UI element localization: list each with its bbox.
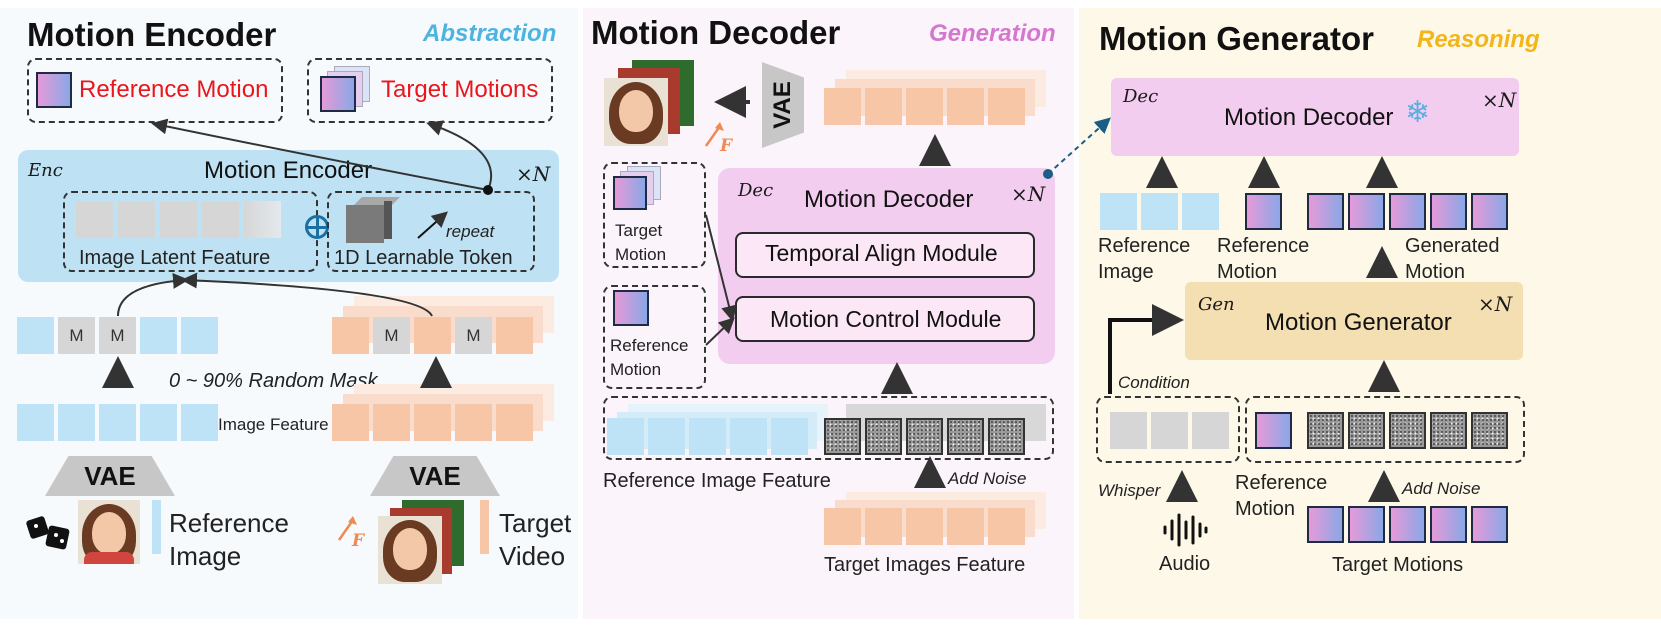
token-cube-icon	[346, 197, 402, 243]
generator-add-noise-label: Add Noise	[1402, 479, 1481, 498]
reference-image-label-2: Image	[169, 541, 242, 571]
reference-image-label-1: Reference	[169, 508, 289, 538]
encoder-times-n: ×N	[516, 162, 551, 186]
gen-label: Gen	[1198, 294, 1235, 315]
generator-times-n: ×N	[1478, 292, 1513, 316]
snowflake-icon: ❄	[1405, 96, 1431, 129]
vae-left: VAE	[45, 456, 175, 496]
whisper-label: Whisper	[1098, 481, 1161, 500]
decoder-reference-motion-label-2: Motion	[610, 360, 662, 379]
target-images-feature-label: Target Images Feature	[824, 554, 1026, 576]
target-video-bar	[480, 500, 489, 554]
random-mask-label: 0 ~ 90% Random Mask	[169, 370, 378, 392]
decoder-title: Motion Decoder	[591, 14, 841, 51]
audio-feature-box	[1096, 396, 1240, 463]
target-video-label-1: Target	[499, 508, 572, 538]
concat-icon	[305, 215, 329, 239]
vae-right: VAE	[370, 456, 500, 496]
reference-image-photo	[78, 500, 140, 564]
decoder-target-motion-label-1: Target	[615, 221, 663, 240]
mask-cell: M	[99, 317, 136, 354]
generator-ref-motion2-label-1: Reference	[1235, 472, 1328, 494]
generator-tag: Reasoning	[1417, 26, 1540, 53]
generator-title: Motion Generator	[1099, 20, 1375, 57]
generator-motion-decoder-block	[1111, 78, 1519, 156]
generator-ref-image-label-1: Reference	[1098, 235, 1191, 257]
dec-label: Dec	[738, 180, 774, 201]
decoder-add-noise-label: Add Noise	[948, 469, 1027, 488]
decoder-target-motion-stack	[613, 166, 663, 214]
generator-dec-label: Dec	[1123, 86, 1159, 107]
image-latent-label: Image Latent Feature	[79, 247, 271, 269]
decoder-reference-motion-swatch	[613, 290, 649, 326]
vae-decoder: VAE	[762, 62, 804, 148]
generator-dec-times-n: ×N	[1482, 88, 1517, 112]
enc-label: Enc	[28, 160, 63, 181]
encoder-tag: Abstraction	[423, 20, 557, 47]
motion-encoder-title: Motion Encoder	[204, 157, 373, 184]
reference-image-bar	[152, 500, 161, 554]
motion-generator-title: Motion Generator	[1265, 309, 1452, 336]
flow-letter-left: F	[352, 531, 365, 551]
decoded-video-photo	[604, 60, 698, 146]
mask-cell: M	[455, 317, 492, 354]
reference-motion-swatch	[36, 72, 72, 108]
generated-motion-label-2: Motion	[1405, 261, 1466, 283]
generated-motion-label-1: Generated	[1405, 235, 1500, 257]
decoder-tag: Generation	[929, 20, 1056, 47]
generator-ref-motion-label-1: Reference	[1217, 235, 1310, 257]
image-feature-label: Image Feature	[218, 415, 329, 434]
generator-motion-decoder-title: Motion Decoder	[1224, 104, 1394, 131]
reference-motion-label: Reference Motion	[79, 76, 269, 103]
mask-cell: M	[58, 317, 95, 354]
temporal-align-module	[735, 232, 1035, 278]
decoder-target-motion-label-2: Motion	[615, 245, 667, 264]
motion-control-module	[735, 296, 1035, 342]
motion-decoder-title: Motion Decoder	[804, 186, 974, 213]
motion-control-label: Motion Control Module	[770, 306, 1002, 332]
audio-waveform-icon	[1162, 513, 1208, 547]
generator-ref-image-label-2: Image	[1098, 261, 1154, 283]
encoder-title: Motion Encoder	[27, 16, 277, 53]
target-video-label-2: Video	[499, 541, 566, 571]
mask-cell: M	[373, 317, 410, 354]
target-motions-label: Target Motions	[381, 76, 539, 103]
flow-icon-decoder	[702, 118, 736, 156]
decoder-input-box	[603, 396, 1054, 460]
flow-icon-left	[335, 512, 369, 550]
target-video-photo	[378, 500, 466, 584]
decoder-reference-motion-box	[603, 285, 706, 389]
dice-icon	[25, 515, 72, 550]
generator-input-box	[1245, 396, 1525, 463]
motion-generator-block	[1185, 282, 1523, 360]
condition-label: Condition	[1118, 373, 1190, 392]
audio-label: Audio	[1159, 553, 1211, 575]
decoder-target-motion-box	[603, 162, 706, 268]
generator-ref-motion2-label-2: Motion	[1235, 498, 1296, 520]
decoder-reference-motion-label-1: Reference	[610, 336, 689, 355]
reference-image-feature-label: Reference Image Feature	[603, 470, 831, 492]
decoder-times-n: ×N	[1011, 182, 1046, 206]
target-motions-stack	[320, 66, 372, 114]
flow-letter-decoder: F	[720, 136, 733, 156]
learnable-token-box	[327, 191, 535, 272]
generator-target-motions-label: Target Motions	[1332, 554, 1464, 576]
temporal-align-label: Temporal Align Module	[765, 240, 998, 266]
generator-ref-motion-label-2: Motion	[1217, 261, 1278, 283]
learnable-token-label: 1D Learnable Token	[334, 247, 513, 269]
repeat-label: repeat	[446, 222, 495, 241]
